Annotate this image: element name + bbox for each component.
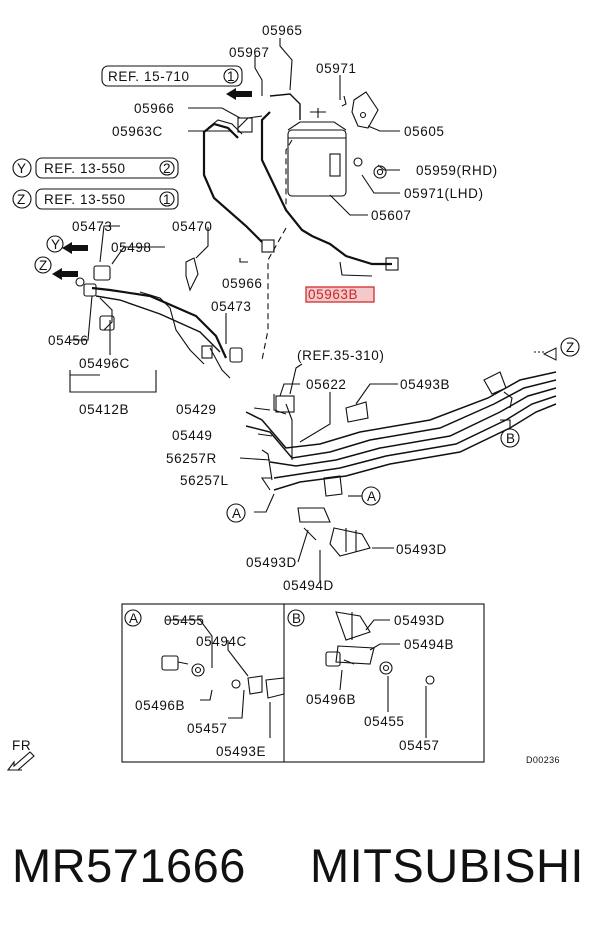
- part-number: MR571666: [12, 839, 246, 892]
- ref-z-tag: Z: [17, 192, 26, 207]
- label-05493b: 05493B: [400, 377, 450, 392]
- detail-a-05496b: 05496B: [135, 698, 185, 713]
- label-05496c: 05496C: [79, 356, 130, 371]
- label-05605: 05605: [404, 124, 445, 139]
- label-05963c: 05963C: [112, 124, 163, 139]
- label-05493d-right: 05493D: [396, 542, 447, 557]
- ref-13-550-z: REF. 13-550: [44, 192, 126, 207]
- label-05473-top: 05473: [72, 219, 113, 234]
- detail-a-tag: A: [129, 611, 139, 626]
- label-05498: 05498: [111, 240, 152, 255]
- front-label: FR: [12, 738, 31, 753]
- label-05470: 05470: [172, 219, 213, 234]
- label-05494d: 05494D: [283, 578, 334, 593]
- detail-a-05494c: 05494C: [196, 634, 247, 649]
- label-05966-mid: 05966: [222, 276, 263, 291]
- label-05971-lhd: 05971(LHD): [404, 186, 484, 201]
- drawing-code: D00236: [526, 755, 560, 765]
- marker-y: Y: [51, 237, 61, 252]
- brand-name: MITSUBISHI: [310, 839, 584, 892]
- label-05971: 05971: [316, 61, 357, 76]
- label-05967: 05967: [229, 45, 270, 60]
- ref-13-550-z-num: 1: [163, 192, 171, 207]
- detail-b-05493d: 05493D: [394, 613, 445, 628]
- ref-y-tag: Y: [17, 161, 27, 176]
- detail-b-tag: B: [292, 611, 302, 626]
- ref-35-310: (REF.35-310): [297, 348, 384, 363]
- label-05429: 05429: [176, 402, 217, 417]
- label-56257l: 56257L: [180, 473, 229, 488]
- label-05412b: 05412B: [79, 402, 129, 417]
- ref-15-710: REF. 15-710: [108, 69, 190, 84]
- detail-a-05493e: 05493E: [216, 744, 266, 759]
- ref-13-550-y-num: 2: [163, 161, 171, 176]
- label-05449: 05449: [172, 428, 213, 443]
- detail-b-05496b: 05496B: [306, 692, 356, 707]
- marker-a1: A: [232, 506, 242, 521]
- footer: MR571666 MITSUBISHI: [0, 832, 600, 912]
- detail-a-05455: 05455: [164, 613, 205, 628]
- front-arrow-icon: [6, 751, 35, 771]
- ref-13-550-y: REF. 13-550: [44, 161, 126, 176]
- detail-b-05455: 05455: [364, 714, 405, 729]
- detail-b-05494b: 05494B: [404, 637, 454, 652]
- detail-a-05457: 05457: [187, 721, 228, 736]
- label-05473-mid: 05473: [211, 299, 252, 314]
- diagram-svg: 05965 05967 05971 REF. 15-710 1 05966 05…: [6, 23, 580, 771]
- label-05966-top: 05966: [134, 101, 175, 116]
- marker-a2: A: [367, 489, 377, 504]
- label-05493d-mid: 05493D: [246, 555, 297, 570]
- label-05959-rhd: 05959(RHD): [416, 163, 498, 178]
- label-05963b: 05963B: [308, 287, 358, 302]
- label-56257r: 56257R: [166, 451, 217, 466]
- marker-z-right: Z: [566, 340, 575, 355]
- label-05965: 05965: [262, 23, 303, 38]
- highlight-05963b: [305, 286, 375, 303]
- detail-b-05457: 05457: [399, 738, 440, 753]
- label-05456: 05456: [48, 333, 89, 348]
- marker-b1: B: [506, 431, 516, 446]
- ref-15-710-num: 1: [227, 69, 235, 84]
- label-05622: 05622: [306, 377, 347, 392]
- marker-z-left: Z: [39, 258, 48, 273]
- label-05607: 05607: [371, 208, 412, 223]
